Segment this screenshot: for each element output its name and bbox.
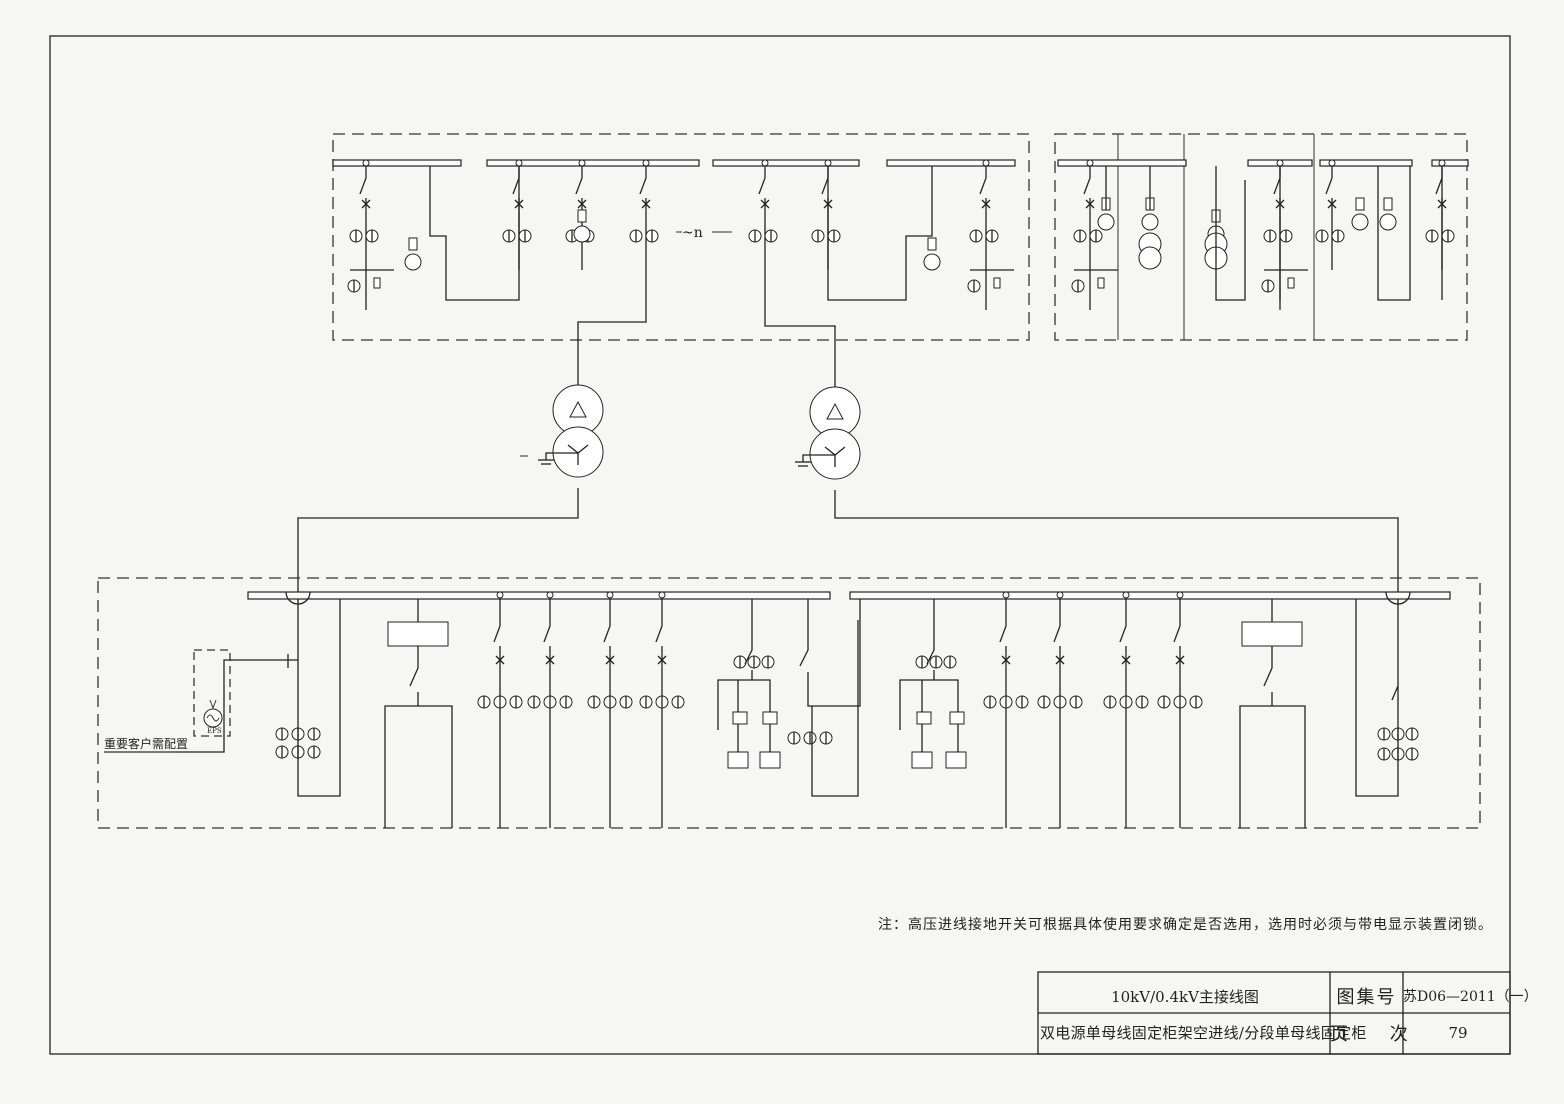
page-number-value: 79 — [1448, 1024, 1468, 1042]
lv-feeder — [1037, 591, 1083, 828]
lv-meter-box-left — [384, 599, 453, 828]
eps-label: EPS — [207, 727, 222, 735]
hv-voltage-transformer — [923, 237, 941, 271]
lv-feeder — [983, 591, 1029, 828]
current-transformer-icon — [1405, 747, 1419, 761]
lv-meter-box-right — [1239, 599, 1306, 828]
lv-feeder — [587, 591, 633, 828]
lv-bus-tie — [799, 599, 861, 797]
current-transformer-icon — [733, 655, 747, 669]
current-transformer-icon — [275, 745, 289, 759]
current-transformer-icon — [761, 655, 775, 669]
current-transformer-icon — [819, 731, 833, 745]
title-block — [1037, 971, 1511, 1055]
lv-feeder — [527, 591, 573, 828]
hv-feeder — [502, 159, 532, 270]
hv-feeder — [629, 159, 659, 270]
current-transformer-icon — [1377, 747, 1391, 761]
current-transformer-icon — [787, 731, 801, 745]
current-transformer-icon — [929, 655, 943, 669]
lv-feeder — [1157, 591, 1203, 828]
sheet-frame — [49, 35, 1511, 1055]
design-note: 注：高压进线接地开关可根据具体使用要求确定是否选用，选用时必须与带电显示装置闭锁… — [878, 917, 1493, 933]
lv-capacitor-left — [717, 599, 781, 769]
current-transformer-icon — [943, 655, 957, 669]
hv-voltage-transformer — [573, 209, 591, 243]
lv-busbars — [247, 591, 1451, 605]
hv-busbars — [332, 159, 1469, 167]
hv-feeder — [349, 159, 379, 270]
hv-voltage-transformer — [404, 237, 422, 271]
atlas-number-value: 苏D06—2011（一） — [1403, 989, 1538, 1005]
current-transformer-icon — [307, 727, 321, 741]
hv-earth-arrester-group — [1071, 269, 1118, 310]
transformer-t2 — [795, 386, 861, 480]
hv-feeder — [811, 159, 841, 270]
hv-feeder — [748, 159, 778, 270]
hv-feeder — [1073, 159, 1103, 270]
lv-capacitor-right — [899, 599, 967, 769]
hv-station-transformer — [1138, 232, 1162, 270]
current-transformer-icon — [275, 727, 289, 741]
hv-cabinet-dividers — [1117, 134, 1315, 340]
page-number-label: 页 次 — [1330, 1024, 1426, 1045]
lv-feeder — [1103, 591, 1149, 828]
hv-feeder — [1315, 159, 1345, 270]
hv-earth-arrester-group — [347, 269, 394, 310]
hv-feeder — [1425, 159, 1455, 270]
lv-switchgear-enclosure — [97, 577, 1481, 829]
current-transformer-icon — [803, 731, 817, 745]
hv-feeder — [1263, 159, 1293, 270]
hv-voltage-transformer — [1379, 197, 1397, 231]
drawing-title-line2: 双电源单母线固定柜架空进线/分段单母线固定柜 — [1040, 1024, 1367, 1042]
atlas-number-label: 图集号 — [1336, 987, 1397, 1008]
hv-feeder-circuits — [347, 159, 1455, 310]
lv-incomer-right — [1355, 599, 1399, 797]
hv-voltage-transformer — [1351, 197, 1369, 231]
lv-feeder — [477, 591, 523, 828]
transformer-count-label: ~n — [682, 225, 703, 241]
lv-feeder — [639, 591, 685, 828]
lv-incomer-left: EPS — [104, 599, 341, 797]
drawing-title-line1: 10kV/0.4kV主接线图 — [1111, 988, 1259, 1006]
current-transformer-icon — [1377, 727, 1391, 741]
hv-section-enclosure — [1054, 133, 1468, 341]
hv-switchgear-enclosure — [332, 133, 1030, 341]
hv-feeder — [969, 159, 999, 270]
hv-interconnections — [429, 166, 1443, 301]
current-transformer-icon — [307, 745, 321, 759]
hv-earth-arrester-group — [967, 269, 1014, 310]
current-transformer-icon — [1405, 727, 1419, 741]
hv-earth-arrester-group — [1261, 269, 1308, 310]
current-transformer-icon — [915, 655, 929, 669]
transformer-feed-lines — [297, 270, 1399, 592]
transformer-t1 — [520, 384, 604, 478]
current-transformer-icon — [747, 655, 761, 669]
important-customer-label: 重要客户需配置 — [104, 736, 188, 751]
